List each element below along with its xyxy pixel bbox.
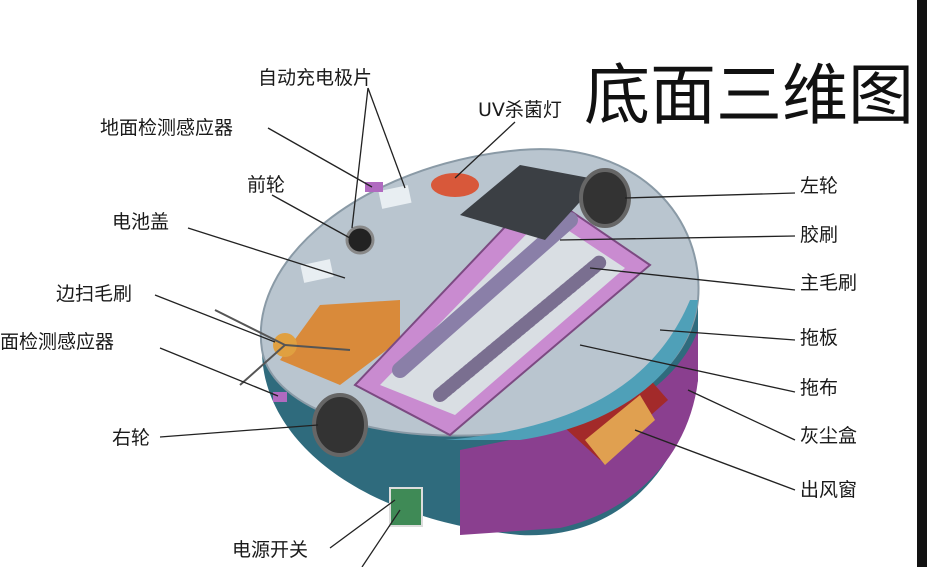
leader-dust-bin bbox=[687, 389, 796, 441]
diagram-title: 底面三维图 bbox=[584, 57, 914, 134]
label-main-brush: 主毛刷 bbox=[800, 272, 857, 294]
leader-charging-contacts-a bbox=[351, 87, 369, 229]
label-left-wheel: 左轮 bbox=[800, 175, 838, 197]
label-mop-cloth: 拖布 bbox=[800, 377, 838, 399]
power-switch bbox=[389, 487, 423, 527]
leader-main-brush bbox=[589, 267, 796, 291]
motor-block bbox=[460, 165, 600, 240]
label-dust-bin: 灰尘盒 bbox=[800, 425, 857, 447]
leader-air-outlet bbox=[634, 429, 796, 491]
label-side-brush: 边扫毛刷 bbox=[56, 283, 132, 305]
leader-uv-lamp bbox=[454, 121, 516, 179]
label-front-wheel: 前轮 bbox=[247, 174, 285, 196]
leader-lines bbox=[154, 87, 796, 567]
leader-front-wheel bbox=[271, 194, 351, 239]
right-edge-border bbox=[917, 0, 927, 567]
leader-right-wheel bbox=[159, 424, 319, 438]
leader-power-switch bbox=[329, 499, 396, 549]
label-rubber-brush: 胶刷 bbox=[800, 224, 838, 246]
leader-charging-contacts-b bbox=[367, 87, 406, 189]
side-brush-arm-3 bbox=[239, 344, 286, 386]
floor-sensor-pad-left bbox=[273, 392, 287, 402]
brush-frame-inner bbox=[380, 215, 625, 415]
side-brush-arm-2 bbox=[284, 344, 351, 351]
leader-mop-cloth bbox=[579, 344, 796, 393]
leader-rubber-brush bbox=[559, 235, 796, 241]
rubber-brush-roller bbox=[392, 212, 578, 378]
main-bristle-brush bbox=[433, 255, 607, 402]
leader-left-wheel bbox=[624, 192, 796, 199]
leader-floor-sensor-left bbox=[159, 347, 279, 397]
label-air-outlet: 出风窗 bbox=[800, 479, 857, 501]
robot-vacuum-illustration bbox=[214, 148, 700, 536]
label-mop-plate: 拖板 bbox=[800, 327, 838, 349]
leader-battery-cover bbox=[187, 227, 346, 279]
label-right-wheel: 右轮 bbox=[112, 427, 150, 449]
leader-floor-sensor-top bbox=[267, 127, 373, 188]
label-charging-contacts: 自动充电极片 bbox=[258, 67, 372, 89]
battery-cover bbox=[280, 300, 400, 385]
right-wheel bbox=[312, 393, 368, 457]
uv-lamp bbox=[431, 173, 479, 197]
air-outlet-vent bbox=[585, 395, 655, 465]
floor-sensor-pad-top bbox=[365, 182, 383, 192]
charging-contact-a bbox=[378, 185, 412, 209]
label-power-switch: 电源开关 bbox=[232, 539, 308, 561]
label-floor-sensor-left: 面检测感应器 bbox=[0, 331, 114, 353]
charging-contact-b bbox=[300, 259, 334, 283]
front-wheel bbox=[345, 225, 375, 255]
label-uv-lamp: UV杀菌灯 bbox=[478, 99, 562, 121]
side-brush-arm-1 bbox=[214, 309, 286, 346]
mop-plate-rim bbox=[445, 300, 698, 440]
label-battery-cover: 电池盖 bbox=[112, 211, 169, 233]
left-wheel bbox=[579, 168, 631, 228]
label-floor-sensor-top: 地面检测感应器 bbox=[100, 117, 233, 139]
leader-power-switch-2 bbox=[361, 509, 401, 567]
leader-side-brush bbox=[154, 294, 276, 343]
leader-mop-plate bbox=[659, 329, 796, 341]
